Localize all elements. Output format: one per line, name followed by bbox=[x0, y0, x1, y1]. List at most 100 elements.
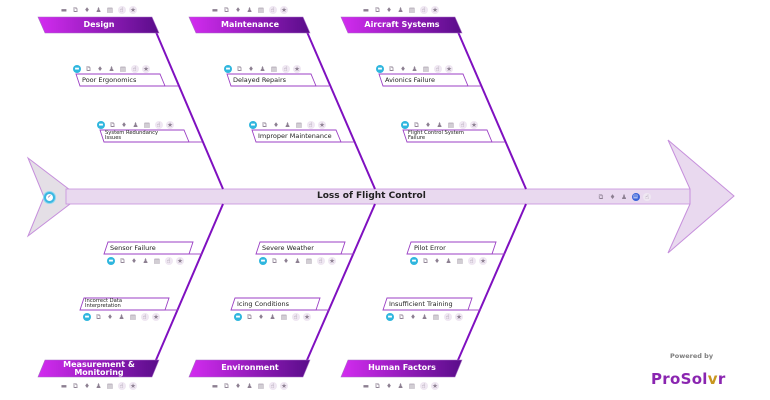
star-icon[interactable]: ★ bbox=[303, 312, 311, 321]
document-active-icon[interactable]: ▤ bbox=[631, 192, 640, 201]
user-icon[interactable]: ♟ bbox=[95, 381, 102, 390]
star-icon[interactable]: ★ bbox=[445, 64, 453, 73]
lightbulb-icon[interactable]: ♦ bbox=[131, 256, 137, 265]
external-link-icon[interactable]: ⧉ bbox=[375, 5, 380, 14]
cause-box-delayed-repairs[interactable] bbox=[226, 73, 317, 87]
external-link-icon[interactable]: ⧉ bbox=[262, 120, 267, 129]
user-icon[interactable]: ♟ bbox=[259, 64, 266, 73]
lightbulb-icon[interactable]: ♦ bbox=[258, 312, 264, 321]
document-icon[interactable]: ▤ bbox=[280, 312, 288, 321]
document-icon[interactable]: ▤ bbox=[456, 256, 464, 265]
user-icon[interactable]: ♟ bbox=[421, 312, 428, 321]
star-icon[interactable]: ★ bbox=[470, 120, 478, 129]
document-icon[interactable]: ▤ bbox=[408, 381, 416, 390]
star-icon[interactable]: ★ bbox=[166, 120, 174, 129]
folder-icon[interactable]: ▬ bbox=[60, 5, 68, 14]
hand-icon[interactable]: ☝ bbox=[458, 120, 467, 129]
document-icon[interactable]: ▤ bbox=[422, 64, 430, 73]
external-link-icon[interactable]: ⧉ bbox=[247, 312, 252, 321]
document-icon[interactable]: ▤ bbox=[153, 256, 161, 265]
lightbulb-icon[interactable]: ♦ bbox=[235, 381, 241, 390]
star-icon[interactable]: ★ bbox=[152, 312, 160, 321]
lightbulb-icon[interactable]: ♦ bbox=[386, 5, 392, 14]
folder-icon[interactable]: ▬ bbox=[376, 64, 384, 73]
document-icon[interactable]: ▤ bbox=[119, 64, 127, 73]
external-link-icon[interactable]: ⧉ bbox=[120, 256, 125, 265]
document-icon[interactable]: ▤ bbox=[106, 381, 114, 390]
external-link-icon[interactable]: ⧉ bbox=[423, 256, 428, 265]
external-link-icon[interactable]: ⧉ bbox=[224, 5, 229, 14]
lightbulb-icon[interactable]: ♦ bbox=[386, 381, 392, 390]
cause-box-avionics-failure[interactable] bbox=[378, 73, 469, 87]
user-icon[interactable]: ♟ bbox=[269, 312, 276, 321]
document-icon[interactable]: ▤ bbox=[447, 120, 455, 129]
document-icon[interactable]: ▤ bbox=[305, 256, 313, 265]
folder-icon[interactable]: ▬ bbox=[410, 256, 418, 265]
external-link-icon[interactable]: ⧉ bbox=[598, 192, 604, 201]
user-icon[interactable]: ♟ bbox=[294, 256, 301, 265]
hand-icon[interactable]: ☝ bbox=[316, 256, 325, 265]
document-icon[interactable]: ▤ bbox=[432, 312, 440, 321]
folder-icon[interactable]: ▬ bbox=[362, 5, 370, 14]
hand-icon[interactable]: ☝ bbox=[164, 256, 173, 265]
hand-icon[interactable]: ☝ bbox=[419, 381, 428, 390]
hand-icon[interactable]: ☝ bbox=[306, 120, 315, 129]
folder-icon[interactable]: ▬ bbox=[362, 381, 370, 390]
document-icon[interactable]: ▤ bbox=[257, 5, 265, 14]
folder-icon[interactable]: ▬ bbox=[249, 120, 257, 129]
hand-icon[interactable]: ☝ bbox=[117, 5, 126, 14]
user-icon[interactable]: ♟ bbox=[284, 120, 291, 129]
cause-box-pilot-error[interactable] bbox=[406, 241, 497, 255]
banner-measurement[interactable] bbox=[37, 359, 160, 378]
folder-icon[interactable]: ▬ bbox=[107, 256, 115, 265]
external-link-icon[interactable]: ⧉ bbox=[224, 381, 229, 390]
star-icon[interactable]: ★ bbox=[129, 5, 137, 14]
user-icon[interactable]: ♟ bbox=[142, 256, 149, 265]
star-icon[interactable]: ★ bbox=[129, 381, 137, 390]
cause-box-icing-conditions[interactable] bbox=[230, 297, 321, 311]
folder-icon[interactable]: ▬ bbox=[211, 5, 219, 14]
star-icon[interactable]: ★ bbox=[318, 120, 326, 129]
external-link-icon[interactable]: ⧉ bbox=[96, 312, 101, 321]
star-icon[interactable]: ★ bbox=[431, 5, 439, 14]
user-icon[interactable]: ♟ bbox=[436, 120, 443, 129]
cause-box-poor-ergonomics[interactable] bbox=[75, 73, 166, 87]
hand-icon[interactable]: ☝ bbox=[467, 256, 476, 265]
hand-icon[interactable]: ☝ bbox=[130, 64, 139, 73]
document-icon[interactable]: ▤ bbox=[143, 120, 151, 129]
hand-icon[interactable]: ☝ bbox=[643, 192, 651, 201]
cause-box-improper-maintenance[interactable] bbox=[251, 129, 342, 143]
lightbulb-icon[interactable]: ♦ bbox=[107, 312, 113, 321]
cause-box-incorrect-data[interactable] bbox=[79, 297, 170, 311]
external-link-icon[interactable]: ⧉ bbox=[73, 381, 78, 390]
hand-icon[interactable]: ☝ bbox=[419, 5, 428, 14]
hand-icon[interactable]: ☝ bbox=[154, 120, 163, 129]
lightbulb-icon[interactable]: ♦ bbox=[248, 64, 254, 73]
lightbulb-icon[interactable]: ♦ bbox=[609, 192, 616, 201]
user-icon[interactable]: ♟ bbox=[246, 5, 253, 14]
hand-icon[interactable]: ☝ bbox=[433, 64, 442, 73]
cause-box-flight-control-failure[interactable] bbox=[402, 129, 493, 143]
folder-icon[interactable]: ▬ bbox=[401, 120, 409, 129]
folder-icon[interactable]: ▬ bbox=[386, 312, 394, 321]
user-icon[interactable]: ♟ bbox=[621, 192, 627, 201]
problem-statement[interactable]: Loss of Flight Control bbox=[317, 191, 426, 201]
cause-box-severe-weather[interactable] bbox=[255, 241, 346, 255]
folder-icon[interactable]: ▬ bbox=[259, 256, 267, 265]
document-icon[interactable]: ▤ bbox=[129, 312, 137, 321]
star-icon[interactable]: ★ bbox=[142, 64, 150, 73]
external-link-icon[interactable]: ⧉ bbox=[389, 64, 394, 73]
hand-icon[interactable]: ☝ bbox=[443, 312, 452, 321]
clock-icon[interactable]: ✓ bbox=[43, 191, 56, 204]
external-link-icon[interactable]: ⧉ bbox=[86, 64, 91, 73]
hand-icon[interactable]: ☝ bbox=[281, 64, 290, 73]
document-icon[interactable]: ▤ bbox=[295, 120, 303, 129]
lightbulb-icon[interactable]: ♦ bbox=[97, 64, 103, 73]
user-icon[interactable]: ♟ bbox=[118, 312, 125, 321]
banner-maintenance[interactable] bbox=[188, 16, 311, 34]
banner-design[interactable] bbox=[37, 16, 160, 34]
star-icon[interactable]: ★ bbox=[280, 5, 288, 14]
prosolvr-logo[interactable]: ProSolvr bbox=[651, 370, 726, 388]
lightbulb-icon[interactable]: ♦ bbox=[400, 64, 406, 73]
star-icon[interactable]: ★ bbox=[479, 256, 487, 265]
